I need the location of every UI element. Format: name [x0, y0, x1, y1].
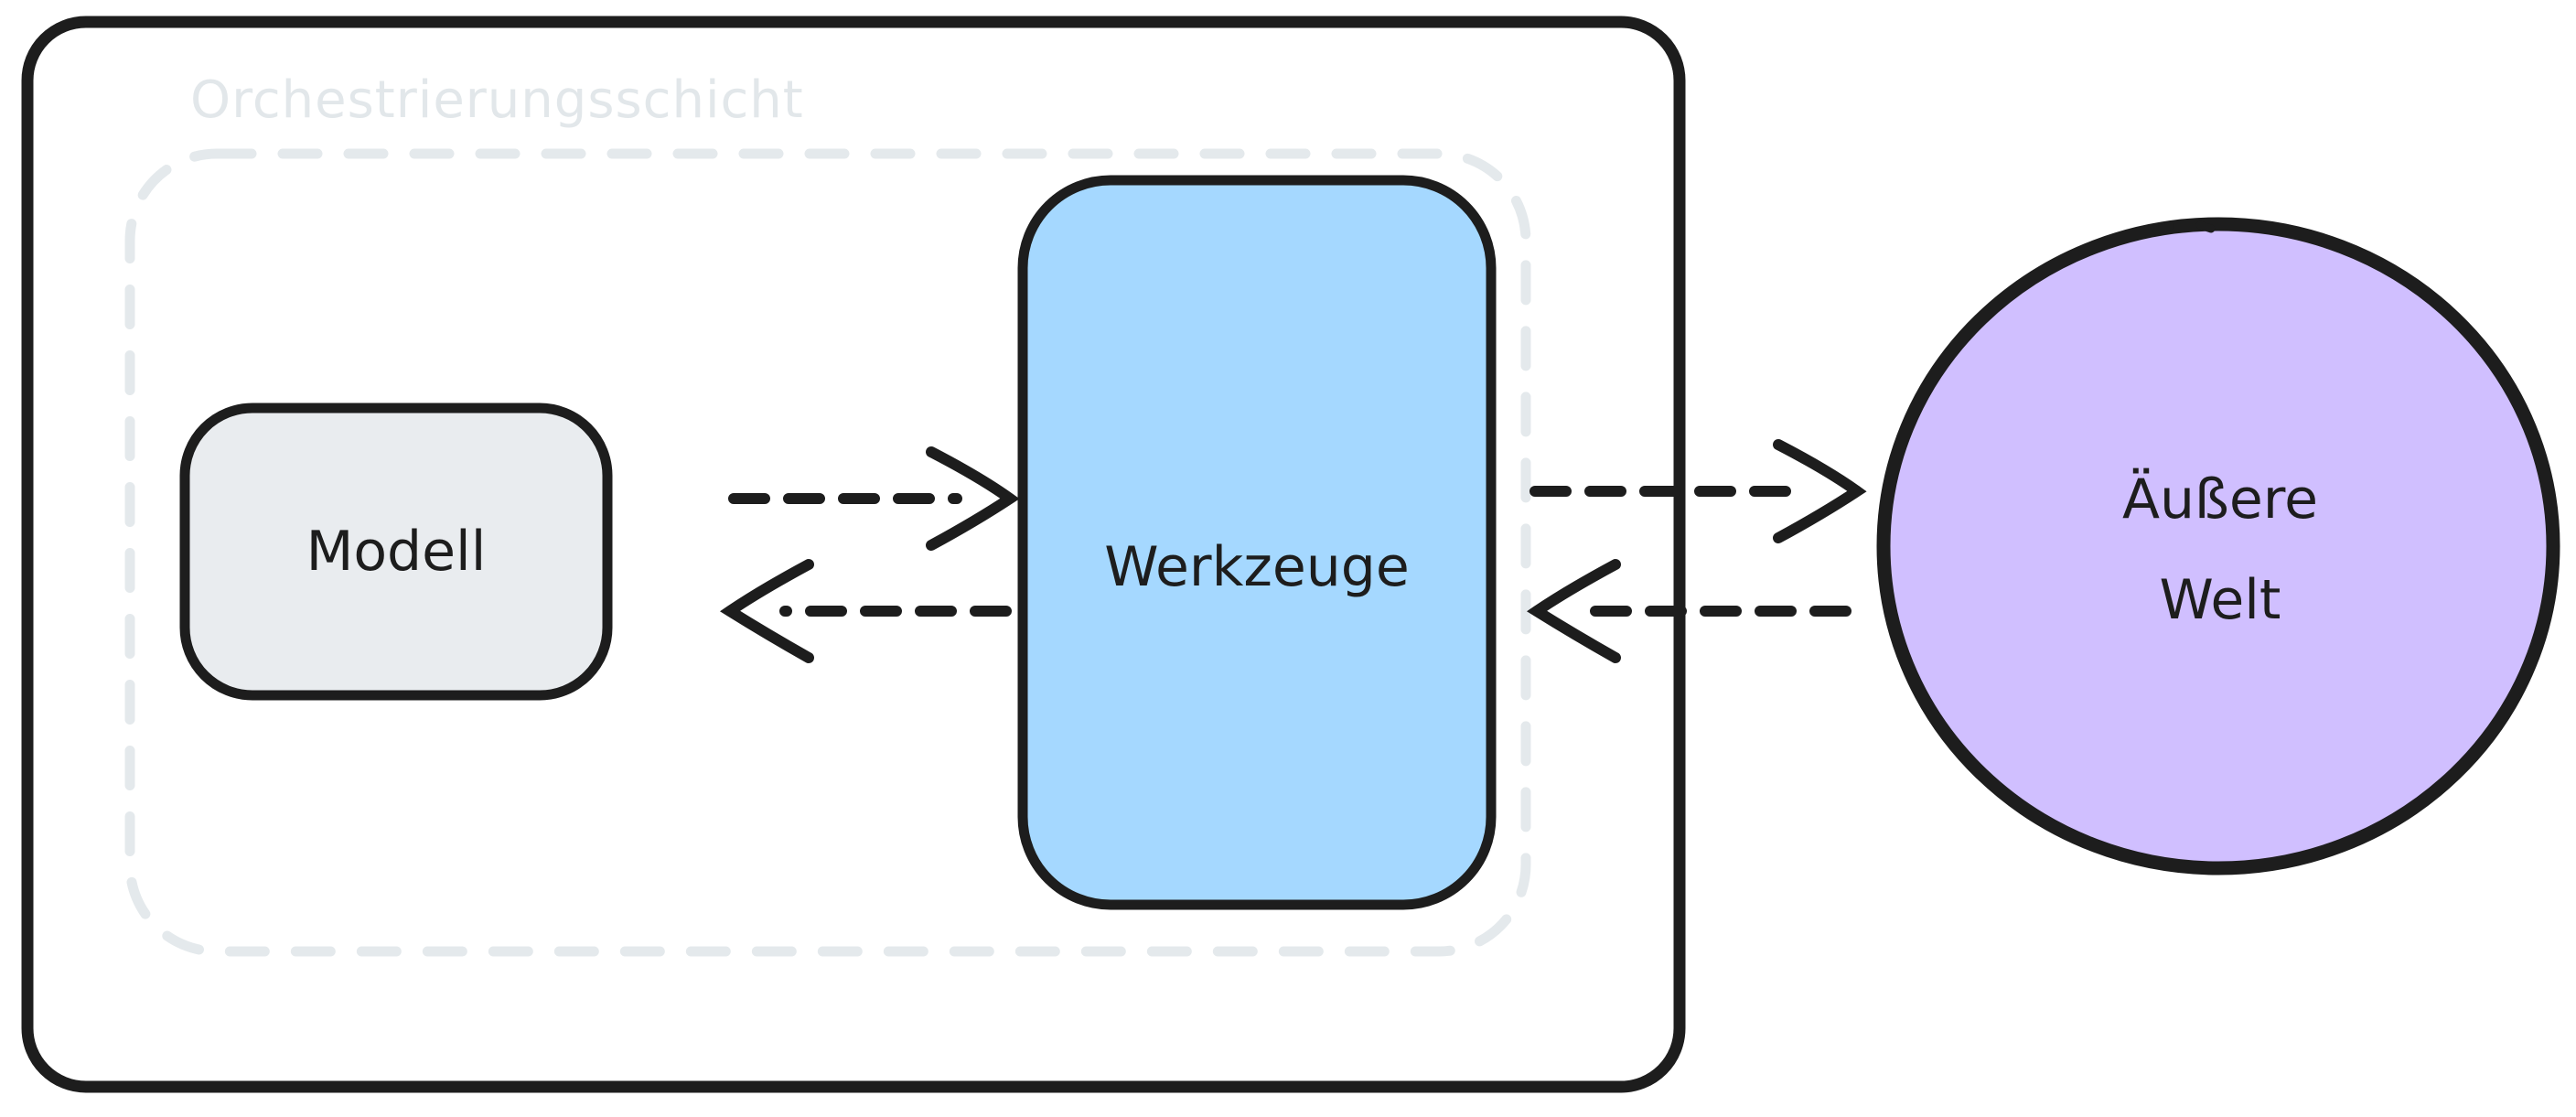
- arrowhead-right-icon: [1773, 439, 1867, 543]
- outside-world-label-line2: Welt: [2160, 568, 2281, 632]
- orchestration-dashed-box: [124, 148, 1531, 957]
- arrowhead-left-icon: [1526, 559, 1621, 663]
- model-box: [179, 403, 613, 701]
- model-label: Modell: [306, 520, 487, 584]
- node-model: Modell: [179, 403, 613, 701]
- node-tools: Werkzeuge: [1017, 175, 1497, 910]
- arrow-tools-to-world: [1530, 439, 1867, 543]
- arrowhead-left-icon: [719, 559, 814, 663]
- arrow-model-to-tools: [728, 446, 1020, 551]
- arrow-world-to-tools: [1526, 559, 1852, 663]
- tools-box: [1017, 175, 1497, 910]
- arrow-tools-to-model: [719, 559, 1012, 663]
- orchestration-layer-label: Orchestrierungsschicht: [190, 70, 804, 130]
- outside-world-circle: [1876, 217, 2560, 875]
- arrowhead-right-icon: [926, 446, 1020, 551]
- outside-world-label-line1: Äußere: [2122, 467, 2318, 532]
- tools-label: Werkzeuge: [1104, 535, 1410, 599]
- node-outside-world: Äußere Welt: [1876, 217, 2560, 875]
- pen-mark: [2152, 220, 2216, 235]
